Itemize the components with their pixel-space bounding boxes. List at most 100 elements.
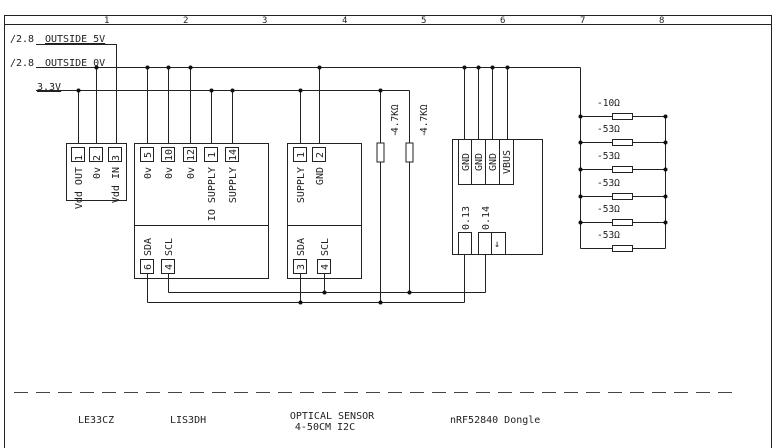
resistor-body bbox=[612, 219, 633, 226]
le33cz-regulator: 1 2 3 Vdd OUT 0v Vdd IN bbox=[66, 143, 127, 209]
junction-dot bbox=[578, 167, 583, 172]
pin-label: Vdd IN bbox=[111, 167, 122, 203]
junction-dot bbox=[298, 300, 303, 305]
nrf52840-dongle: GND GND GND VBUS 0.13 0.14 ↓ bbox=[452, 139, 543, 255]
junction-dot bbox=[663, 114, 668, 119]
lis3dh-accelerometer: 5 10 12 1 14 0v 0v 0v IO SUPPLY SUPPLY S… bbox=[134, 143, 269, 279]
pin-box bbox=[140, 147, 154, 162]
junction-dot bbox=[209, 88, 214, 93]
pin-number: 3 bbox=[111, 155, 122, 161]
column-number: 6 bbox=[500, 16, 505, 26]
pin-label: IO SUPPLY bbox=[207, 167, 218, 221]
dongle-pin-label: GND bbox=[488, 153, 499, 171]
pin-number: 1 bbox=[207, 152, 218, 158]
pin-label: 0v bbox=[143, 167, 154, 179]
resistor-value-text: 53Ω bbox=[603, 151, 620, 162]
resistor-value-text: 53Ω bbox=[603, 124, 620, 135]
resistor-body bbox=[612, 139, 633, 146]
pin-box bbox=[491, 232, 506, 255]
load-resistor: -53Ω bbox=[580, 151, 666, 173]
junction-dot bbox=[378, 88, 383, 93]
junction-dot bbox=[188, 65, 193, 70]
pin-box bbox=[458, 232, 472, 255]
junction-dots bbox=[76, 65, 510, 93]
junction-dot bbox=[663, 140, 668, 145]
resistor-body bbox=[612, 245, 633, 252]
resistor-value: -53Ω bbox=[597, 178, 620, 189]
pullup-resistor-body bbox=[376, 142, 385, 163]
pin-label: 0v bbox=[92, 167, 103, 179]
pin-box bbox=[204, 147, 218, 162]
column-number: 7 bbox=[580, 16, 585, 26]
dongle-io-label: 0.14 bbox=[481, 206, 492, 230]
caption-lis3dh: LIS3DH bbox=[170, 415, 206, 426]
resistor-value-text: 10Ω bbox=[603, 98, 620, 109]
pin-box bbox=[161, 147, 175, 162]
pin-number: 10 bbox=[164, 149, 175, 161]
junction-dot bbox=[317, 65, 322, 70]
junction-dot bbox=[578, 220, 583, 225]
column-number: 4 bbox=[342, 16, 347, 26]
dongle-pin-label: GND bbox=[474, 153, 485, 171]
load-resistor: -53Ω bbox=[580, 178, 666, 200]
caption-dongle: nRF52840 Dongle bbox=[450, 415, 540, 426]
resistor-bank: -10Ω -53Ω -53Ω -53Ω -53Ω bbox=[578, 98, 668, 252]
rail-5v-label: OUTSIDE 5V bbox=[45, 34, 105, 45]
junction-dot bbox=[578, 140, 583, 145]
lis3dh-body bbox=[134, 143, 269, 279]
pin-label: Vdd OUT bbox=[74, 167, 85, 209]
junction-dot bbox=[476, 65, 481, 70]
pullup-resistors: - 4.7KΩ - 4.7KΩ bbox=[376, 104, 430, 302]
pin-number: 3 bbox=[296, 264, 307, 270]
junction-dot bbox=[166, 65, 171, 70]
junction-dot bbox=[462, 65, 467, 70]
dongle-pin-label: VBUS bbox=[502, 150, 513, 174]
resistor-value: -53Ω bbox=[597, 230, 620, 241]
component-captions: LE33CZ LIS3DH OPTICAL SENSOR 4-50CM I2C … bbox=[78, 411, 540, 433]
pin-box bbox=[225, 147, 239, 162]
junction-dot bbox=[578, 194, 583, 199]
junction-dot bbox=[145, 65, 150, 70]
junction-dot bbox=[322, 290, 327, 295]
junction-dot bbox=[230, 88, 235, 93]
pin-box bbox=[312, 147, 326, 162]
junction-dot bbox=[378, 300, 383, 305]
junction-dot bbox=[76, 88, 81, 93]
pin-number: 4 bbox=[164, 264, 175, 270]
pullup-resistor-body bbox=[405, 142, 414, 163]
pin-label: 0v bbox=[164, 167, 175, 179]
pin-label: GND bbox=[315, 167, 326, 185]
pin-box bbox=[89, 147, 103, 162]
column-number: 2 bbox=[183, 16, 188, 26]
pin-label: SDA bbox=[296, 238, 307, 256]
pullup-value: 4.7KΩ bbox=[390, 104, 401, 133]
rail-5v-ref: /2.8 bbox=[10, 34, 34, 45]
pin-box bbox=[108, 147, 122, 162]
pin-box bbox=[293, 147, 307, 162]
junction-dot bbox=[663, 194, 668, 199]
pin-number: 14 bbox=[228, 149, 239, 161]
pin-label: SCL bbox=[320, 238, 331, 256]
rail-0v-label: OUTSIDE 0V bbox=[45, 58, 105, 69]
pin-number: 12 bbox=[186, 149, 197, 161]
resistor-body bbox=[612, 193, 633, 200]
pin-number: 1 bbox=[296, 152, 307, 158]
pin-label: SCL bbox=[164, 238, 175, 256]
resistor-value-text: 53Ω bbox=[603, 230, 620, 241]
column-markers: 1 2 3 4 5 6 7 8 bbox=[104, 16, 664, 26]
load-resistor: -53Ω bbox=[580, 204, 666, 226]
rail-5v-wire bbox=[36, 44, 117, 148]
pullup-value: 4.7KΩ bbox=[419, 104, 430, 133]
pin-label: 0v bbox=[186, 167, 197, 179]
resistor-value: -53Ω bbox=[597, 124, 620, 135]
pin-box bbox=[478, 232, 492, 255]
resistor-value: -10Ω bbox=[597, 98, 620, 109]
column-number: 5 bbox=[421, 16, 426, 26]
junction-dot bbox=[663, 167, 668, 172]
pin-box bbox=[183, 147, 197, 162]
resistor-value-text: 53Ω bbox=[603, 204, 620, 215]
resistor-value-text: 53Ω bbox=[603, 178, 620, 189]
column-number: 3 bbox=[262, 16, 267, 26]
pin-number: 6 bbox=[143, 264, 154, 270]
load-resistor: -53Ω bbox=[580, 124, 666, 146]
